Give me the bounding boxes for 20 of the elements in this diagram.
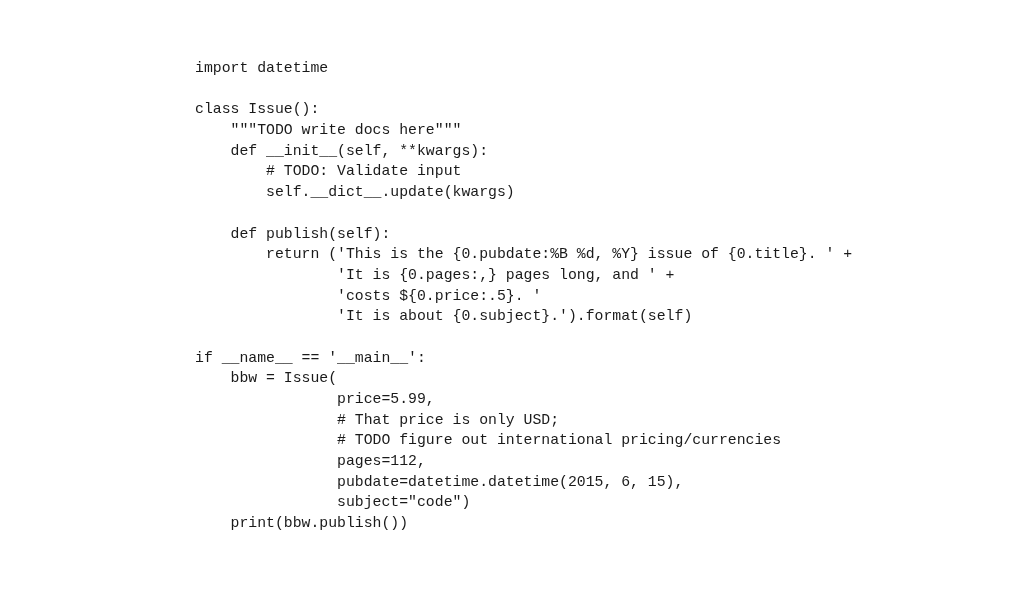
- code-line: # That price is only USD;: [336, 410, 561, 430]
- code-line: def publish(self):: [229, 224, 392, 244]
- code-line: 'It is about {0.subject}.').format(self): [336, 307, 694, 327]
- code-line: def __init__(self, **kwargs):: [229, 141, 490, 161]
- code-line: print(bbw.publish()): [229, 514, 410, 534]
- code-line: subject="code"): [336, 493, 472, 513]
- code-line: return ('This is the {0.pubdate:%B %d, %Y} issue of {0.title}. ' +: [265, 245, 853, 265]
- code-line: # TODO figure out international pricing/currencies: [336, 431, 783, 451]
- code-line: pubdate=datetime.datetime(2015, 6, 15),: [336, 472, 685, 492]
- code-line: bbw = Issue(: [229, 369, 339, 389]
- code-line: price=5.99,: [336, 390, 436, 409]
- code-line: class Issue():: [195, 100, 321, 120]
- code-line: pages=112,: [336, 452, 427, 472]
- code-line: if __name__ == '__main__':: [195, 348, 427, 368]
- code-line: # TODO: Validate input: [265, 162, 463, 182]
- code-line: self.__dict__.update(kwargs): [265, 183, 516, 203]
- code-line: import datetime: [195, 59, 330, 78]
- code-line: 'It is {0.pages:,} pages long, and ' +: [336, 265, 676, 285]
- code-line: """TODO write docs here""": [229, 121, 463, 141]
- code-line: 'costs ${0.price:.5}. ': [336, 286, 543, 306]
